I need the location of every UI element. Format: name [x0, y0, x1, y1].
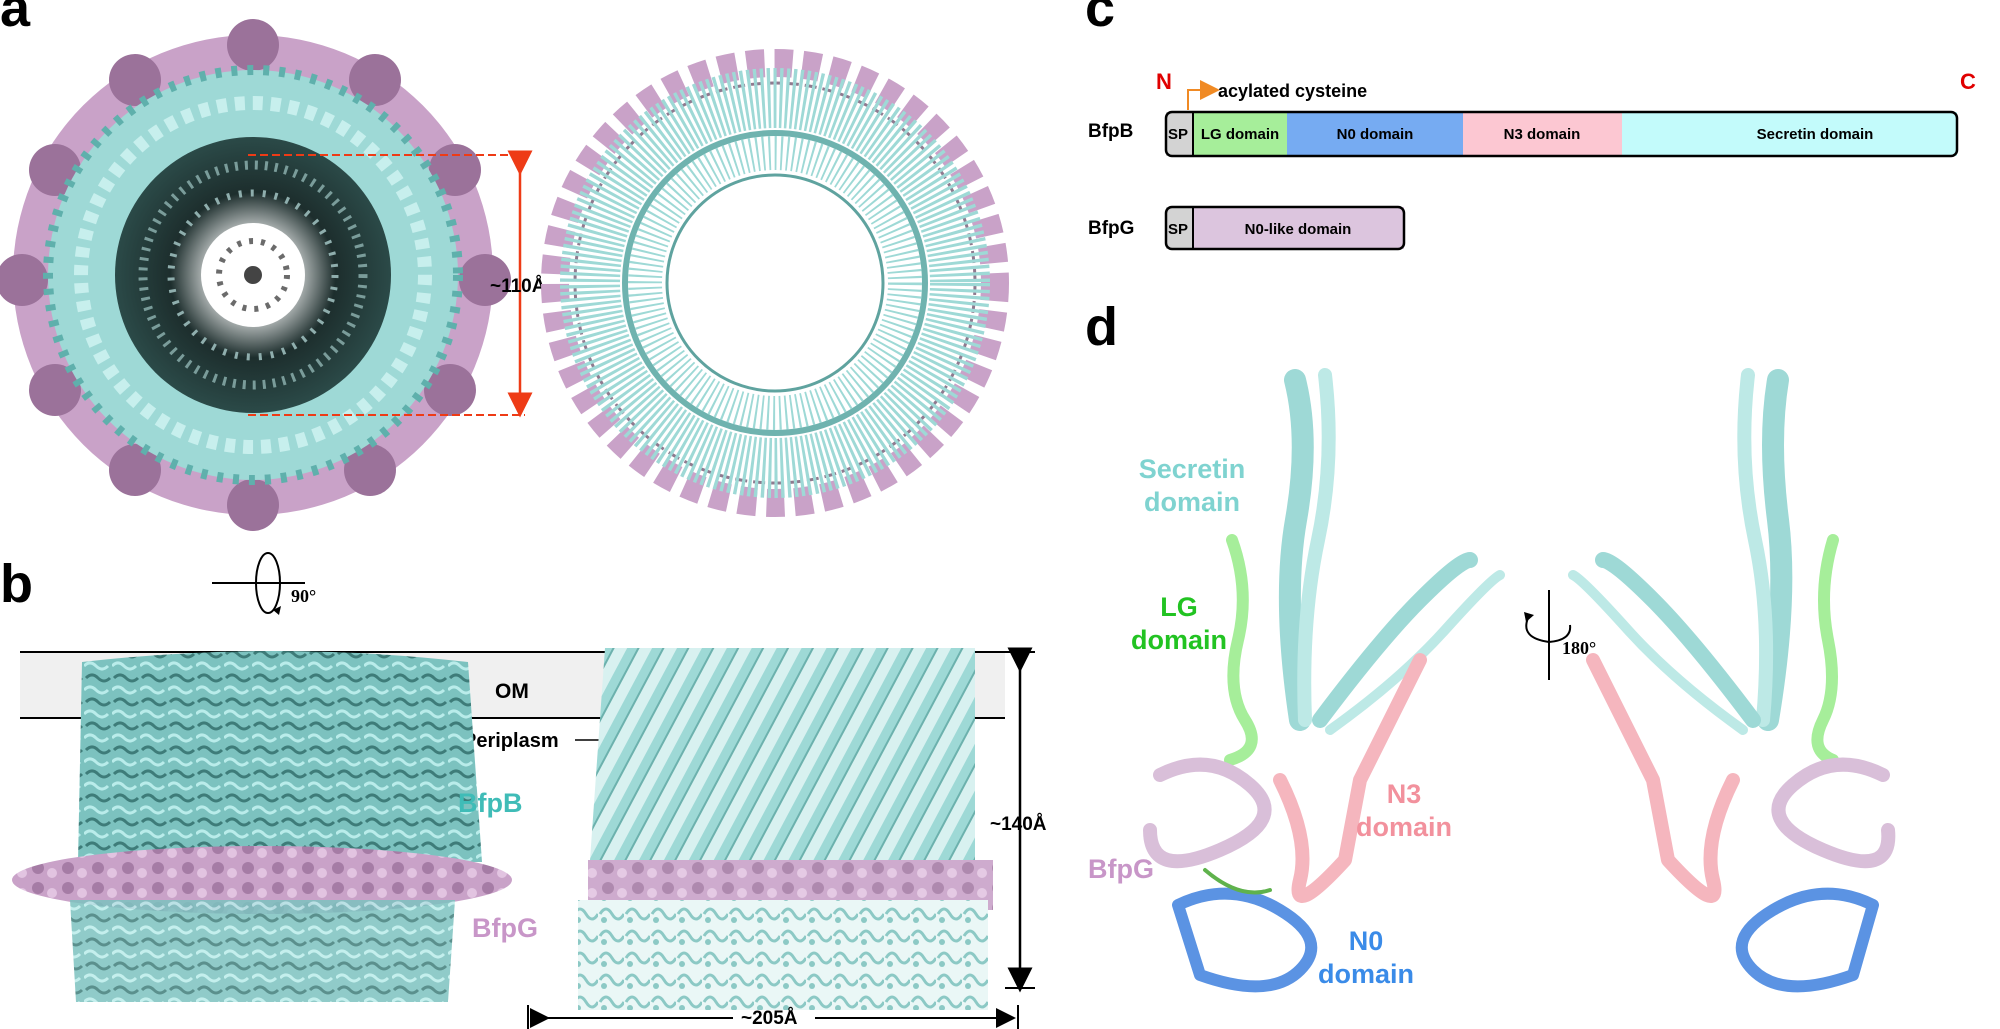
diameter-110-arrow	[248, 150, 533, 418]
bfpb-domain-bar	[1164, 110, 1959, 158]
n3-domain-label-line2: domain	[1356, 812, 1452, 842]
lg-domain-label-line1: LG	[1160, 592, 1198, 622]
periplasm-label: Periplasm	[463, 730, 559, 752]
bfpb-bfpg-ribbon-left	[1143, 368, 1505, 993]
n0-domain-label-line2: domain	[1318, 959, 1414, 989]
bfpbg-atomic-model-top-view	[541, 49, 1009, 517]
height-140-label: ~140Å	[990, 814, 1047, 835]
panel-b-letter: b	[0, 554, 33, 614]
bfpbg-density-map-top-view	[0, 19, 511, 531]
bfpb-label: BfpB	[458, 788, 522, 818]
acylation-arrow	[1187, 80, 1220, 110]
bfpbg-density-map-side-view	[12, 651, 512, 1002]
c-terminus-label: C	[1960, 69, 1976, 94]
width-205-arrow	[527, 1005, 1019, 1029]
bfpg-row-label: BfpG	[1088, 218, 1134, 239]
panel-c-letter: c	[1085, 0, 1115, 38]
bfpg-ribbon-label: BfpG	[1088, 854, 1154, 884]
rotation-90-icon	[212, 552, 305, 615]
bfpg-sp-label: SP	[1168, 221, 1188, 238]
bfpb-lg-domain-label: LG domain	[1201, 126, 1279, 143]
bfpb-n0-domain-label: N0 domain	[1337, 126, 1414, 143]
n-terminus-label: N	[1156, 69, 1172, 94]
n0-domain-label-line1: N0	[1349, 926, 1384, 956]
bfpb-row-label: BfpB	[1088, 121, 1133, 142]
bfpg-label: BfpG	[472, 913, 538, 943]
bfpg-domain-bar	[1164, 205, 1406, 251]
panel-a-letter: a	[0, 0, 31, 38]
om-label: OM	[495, 680, 529, 703]
diameter-110-label: ~110Å	[490, 276, 546, 297]
bfpb-secretin-domain-label: Secretin domain	[1757, 126, 1874, 143]
secretin-domain-label-line1: Secretin	[1139, 454, 1246, 484]
bfpbg-atomic-model-side-view	[578, 648, 993, 1010]
rotation-180-label: 180°	[1562, 638, 1596, 658]
n3-domain-label-line1: N3	[1387, 779, 1422, 809]
bfpb-n3-domain-label: N3 domain	[1504, 126, 1581, 143]
rotation-180-icon	[1524, 590, 1572, 680]
rotation-90-label: 90°	[291, 586, 316, 606]
bfpb-bfpg-ribbon-right	[1568, 368, 1896, 993]
bfpb-sp-label: SP	[1168, 126, 1188, 143]
lg-domain-label-line2: domain	[1131, 625, 1227, 655]
width-205-label: ~205Å	[741, 1008, 798, 1029]
secretin-domain-label-line2: domain	[1144, 487, 1240, 517]
bfpg-n0-like-domain-label: N0-like domain	[1245, 221, 1352, 238]
panel-d-letter: d	[1085, 297, 1118, 357]
acylated-cysteine-label: acylated cysteine	[1218, 81, 1367, 101]
